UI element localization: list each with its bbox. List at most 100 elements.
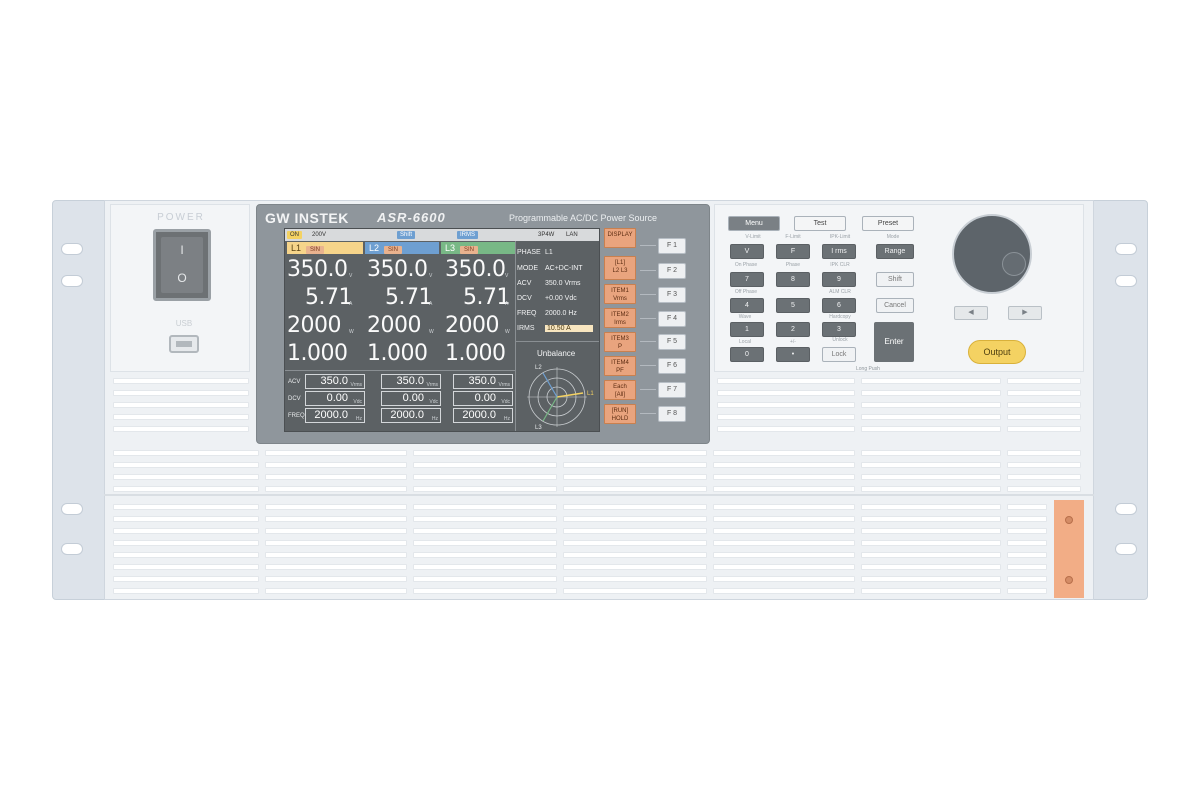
- range-button[interactable]: Range: [876, 244, 914, 259]
- vent-slot: [861, 426, 1001, 432]
- f3-button[interactable]: F 3: [658, 287, 686, 303]
- vent-slot: [113, 540, 259, 546]
- key-1[interactable]: 1: [730, 322, 764, 337]
- screw-icon: [1065, 576, 1073, 584]
- soft-key-sublabel: HOLD: [611, 416, 629, 422]
- divider: [285, 370, 515, 371]
- key-4[interactable]: 4: [730, 298, 764, 313]
- cancel-button[interactable]: Cancel: [876, 298, 914, 313]
- enter-button[interactable]: Enter: [874, 322, 914, 362]
- vent-slot: [413, 576, 557, 582]
- unit-label: Vdc: [429, 399, 438, 405]
- vent-slot: [413, 450, 557, 456]
- shift-button[interactable]: Shift: [876, 272, 914, 287]
- mode-label: Mode: [886, 234, 900, 240]
- irms-button[interactable]: I rms: [822, 244, 856, 259]
- key-9[interactable]: 9: [822, 272, 856, 287]
- key-dot[interactable]: •: [776, 347, 810, 362]
- unit-label: V: [505, 273, 509, 279]
- f-button[interactable]: F: [776, 244, 810, 259]
- vent-slot: [413, 504, 557, 510]
- channel-name: L2: [369, 243, 380, 253]
- l1-voltage-reading: 350.0: [287, 257, 348, 282]
- f7-button[interactable]: F 7: [658, 382, 686, 398]
- key-2[interactable]: 2: [776, 322, 810, 337]
- f4-button[interactable]: F 4: [658, 311, 686, 327]
- lock-button[interactable]: Lock: [822, 347, 856, 362]
- freq-l2-value: 2000.0: [390, 409, 424, 421]
- vent-slot: [563, 588, 707, 594]
- vent-slot: [713, 486, 855, 492]
- f5-button[interactable]: F 5: [658, 334, 686, 350]
- right-rack-ear: [1088, 200, 1148, 600]
- rotary-knob-icon[interactable]: [952, 214, 1032, 294]
- vent-slot: [1007, 426, 1081, 432]
- vent-slot: [861, 450, 1001, 456]
- vent-slot: [861, 528, 1001, 534]
- irms-indicator: IRMS: [457, 231, 478, 239]
- menu-button[interactable]: Menu: [728, 216, 780, 231]
- power-switch[interactable]: I O: [153, 229, 211, 301]
- preset-button[interactable]: Preset: [862, 216, 914, 231]
- output-button[interactable]: Output: [968, 340, 1026, 364]
- key-8[interactable]: 8: [776, 272, 810, 287]
- vent-slot: [113, 474, 259, 480]
- unit-label: Vdc: [353, 399, 362, 405]
- f1-button[interactable]: F 1: [658, 238, 686, 254]
- key-3[interactable]: 3: [822, 322, 856, 337]
- rack-hole: [61, 543, 83, 555]
- usb-port-icon[interactable]: [169, 335, 199, 353]
- soft-key-phase[interactable]: [L1]L2 L3: [604, 256, 636, 280]
- f-key-connector: [640, 294, 656, 295]
- vent-slot: [265, 576, 407, 582]
- soft-key-run-hold[interactable]: [RUN] HOLD: [604, 404, 636, 424]
- vent-slot: [1007, 462, 1081, 468]
- v-button[interactable]: V: [730, 244, 764, 259]
- vent-slot: [113, 450, 259, 456]
- vent-slot: [1007, 414, 1081, 420]
- power-rocker[interactable]: I O: [161, 237, 203, 293]
- key-6[interactable]: 6: [822, 298, 856, 313]
- f6-button[interactable]: F 6: [658, 358, 686, 374]
- left-arrow-button[interactable]: ◀: [954, 306, 988, 320]
- f2-button[interactable]: F 2: [658, 263, 686, 279]
- f-key-connector: [640, 389, 656, 390]
- key-7[interactable]: 7: [730, 272, 764, 287]
- right-arrow-button[interactable]: ▶: [1008, 306, 1042, 320]
- f8-button[interactable]: F 8: [658, 406, 686, 422]
- vent-slot: [1007, 528, 1047, 534]
- key-5[interactable]: 5: [776, 298, 810, 313]
- dcv-l3-value: 0.00: [474, 392, 496, 404]
- test-button[interactable]: Test: [794, 216, 846, 231]
- vent-slot: [563, 576, 707, 582]
- dcv-label: DCV: [517, 295, 532, 302]
- vent-slot: [113, 390, 249, 396]
- lan-indicator: LAN: [566, 232, 578, 238]
- key-0[interactable]: 0: [730, 347, 764, 362]
- vent-slot: [1007, 588, 1047, 594]
- soft-key-each[interactable]: Each[All]: [604, 380, 636, 400]
- vent-slot: [265, 504, 407, 510]
- irms-value[interactable]: 10.50 A: [545, 325, 593, 332]
- vent-slot: [413, 486, 557, 492]
- acv-row-label: ACV: [288, 379, 301, 385]
- soft-key-display[interactable]: DISPLAY: [604, 228, 636, 248]
- l3-vector: [542, 396, 558, 422]
- soft-key-sublabel: [All]: [614, 392, 625, 398]
- power-off-symbol: O: [177, 271, 187, 285]
- soft-key-label: [RUN]: [611, 408, 629, 414]
